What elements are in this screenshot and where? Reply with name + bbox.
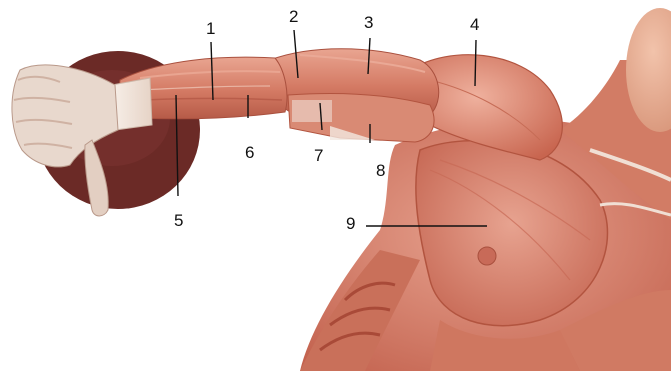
label-7: 7: [314, 147, 323, 164]
label-4: 4: [470, 16, 479, 33]
label-6: 6: [245, 144, 254, 161]
label-8: 8: [376, 162, 385, 179]
label-5: 5: [174, 212, 183, 229]
label-1: 1: [206, 20, 215, 37]
label-2: 2: [289, 8, 298, 25]
label-9: 9: [346, 215, 355, 232]
wrist-tendons: [112, 78, 152, 130]
leader-line-4: [475, 40, 476, 86]
label-3: 3: [364, 14, 373, 31]
